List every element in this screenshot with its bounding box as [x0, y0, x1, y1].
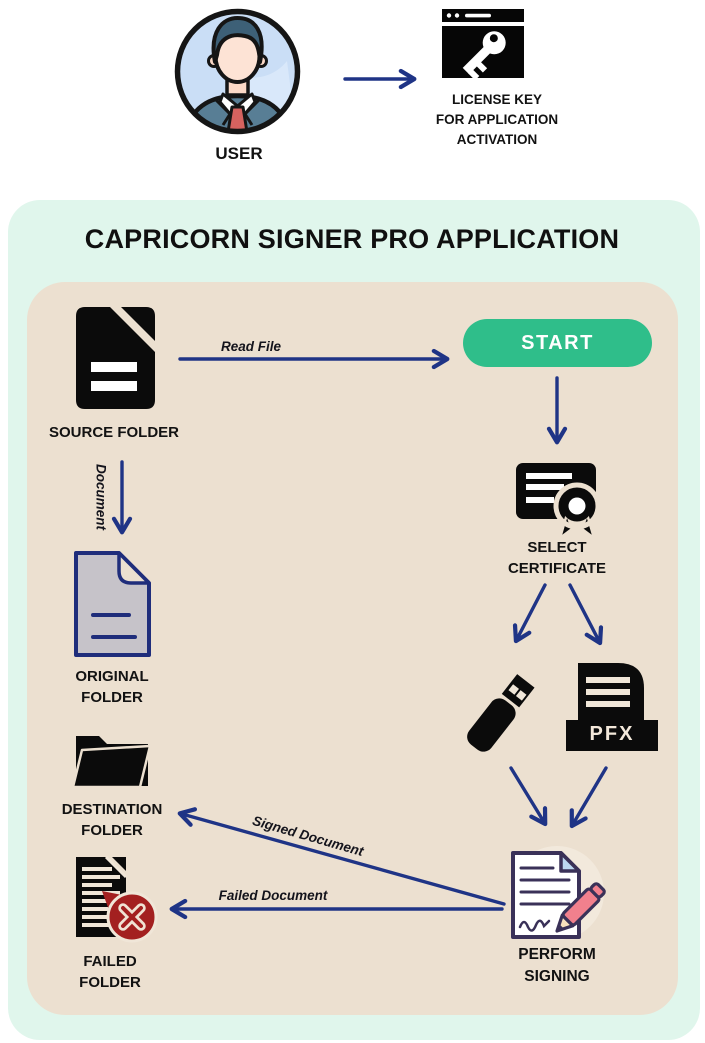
select-certificate-icon [516, 463, 600, 540]
original-folder-icon [74, 551, 151, 657]
user-avatar-icon [174, 8, 301, 135]
original-folder-label-line1: ORIGINAL [75, 668, 149, 685]
license-key-label-line2: FOR APPLICATION [435, 112, 559, 127]
perform-signing-label-line2: SIGNING [524, 968, 590, 985]
license-key-label: LICENSE KEY FOR APPLICATION ACTIVATION [436, 90, 558, 150]
source-folder-label: SOURCE FOLDER [48, 424, 180, 441]
select-certificate-label-line1: SELECT [527, 539, 587, 556]
original-folder-label: ORIGINAL FOLDER [75, 666, 148, 708]
usb-token-icon [467, 674, 535, 752]
license-key-icon [442, 9, 524, 80]
select-certificate-label-line2: CERTIFICATE [507, 560, 607, 577]
destination-folder-icon [71, 736, 152, 789]
destination-folder-label-line2: FOLDER [81, 822, 143, 839]
pfx-file-icon [566, 663, 658, 751]
perform-signing-icon [510, 846, 606, 940]
user-label: USER [215, 144, 263, 163]
license-key-label-line3: ACTIVATION [456, 132, 538, 147]
start-button-label: START [521, 331, 594, 354]
perform-signing-label: PERFORM SIGNING [518, 944, 596, 988]
select-certificate-label: SELECT CERTIFICATE [508, 537, 606, 579]
app-title: CAPRICORN SIGNER PRO APPLICATION [84, 224, 620, 254]
license-key-label-line1: LICENSE KEY [451, 92, 543, 107]
failed-folder-label-line1: FAILED [83, 953, 137, 970]
read-file-edge-label: Read File [220, 339, 282, 354]
failed-document-edge-label: Failed Document [218, 888, 328, 903]
destination-folder-label-line1: DESTINATION [61, 801, 163, 818]
destination-folder-label: DESTINATION FOLDER [62, 799, 163, 841]
source-folder-icon [76, 307, 155, 409]
failed-folder-label-line2: FOLDER [79, 974, 141, 991]
failed-folder-label: FAILED FOLDER [79, 951, 141, 993]
original-folder-label-line2: FOLDER [81, 689, 143, 706]
perform-signing-label-line1: PERFORM [518, 946, 596, 963]
failed-folder-icon [76, 855, 158, 943]
start-button[interactable]: START [463, 319, 652, 367]
document-edge-label: Document [93, 463, 109, 531]
pfx-badge-label: PFX [589, 723, 635, 745]
